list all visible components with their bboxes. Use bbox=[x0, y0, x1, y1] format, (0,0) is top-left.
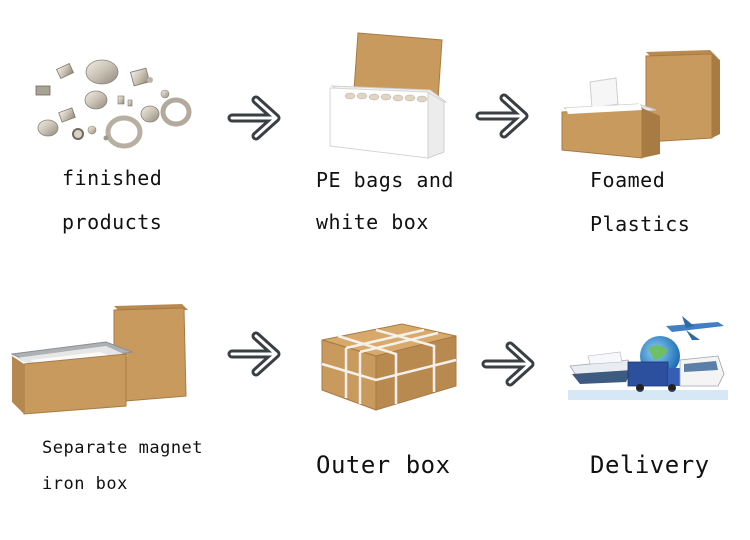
step-5-label: Outer box bbox=[316, 451, 451, 479]
white-box-icon bbox=[329, 32, 448, 159]
step-3-label: Plastics bbox=[590, 212, 691, 236]
arrow-right-icon bbox=[474, 88, 536, 144]
arrow-right-icon bbox=[226, 90, 288, 146]
step-1-label: finished bbox=[62, 166, 163, 190]
step-3-label: Foamed bbox=[590, 168, 666, 192]
step-2-label: PE bags and bbox=[316, 168, 454, 192]
step-4-label: iron box bbox=[42, 474, 128, 494]
arrow-right-icon bbox=[226, 326, 288, 382]
step-1-label: products bbox=[62, 210, 163, 234]
step-6-label: Delivery bbox=[590, 451, 710, 479]
foam-carton-icon bbox=[561, 50, 720, 159]
step-4-label: Separate magnet bbox=[42, 438, 204, 458]
strapped-carton-icon bbox=[321, 323, 457, 411]
transport-icon bbox=[568, 316, 728, 400]
step-2-label: white box bbox=[316, 210, 429, 234]
magnet-products-icon bbox=[35, 59, 192, 149]
arrow-right-icon bbox=[480, 336, 542, 392]
iron-lined-carton-icon bbox=[10, 304, 188, 415]
